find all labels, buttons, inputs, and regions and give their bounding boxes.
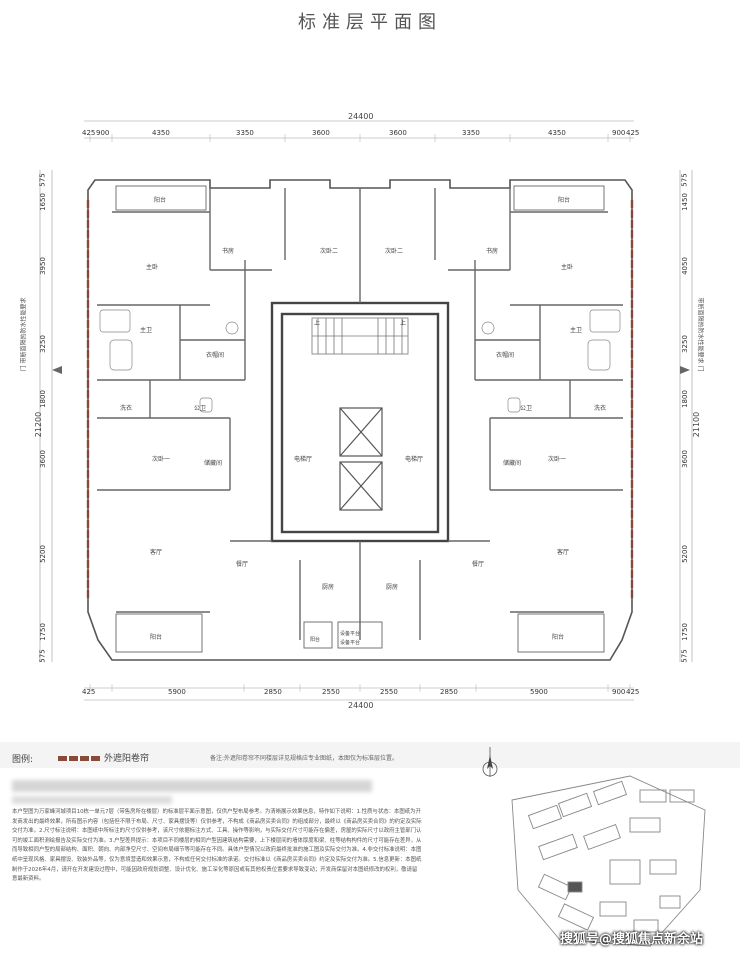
- dim-top-10: 425: [626, 129, 640, 137]
- dim-bot-6: 2850: [440, 688, 458, 696]
- room-study-l: 书房: [222, 248, 235, 255]
- room-laundry-r: 洗衣: [594, 405, 607, 412]
- dim-top-7: 3350: [462, 129, 480, 137]
- dim-left-2: 1650: [38, 193, 47, 211]
- dim-bot-5: 2550: [380, 688, 398, 696]
- dim-top-8: 4350: [548, 129, 566, 137]
- room-master-bedroom-l: 主卧: [146, 264, 159, 271]
- dim-top-6: 3600: [389, 129, 407, 137]
- blurred-subheading: [12, 796, 172, 804]
- watermark-text: 搜狐号@搜狐焦点新余站: [560, 932, 704, 947]
- room-living-l: 客厅: [150, 549, 163, 556]
- dim-total-right: 21100: [692, 411, 702, 438]
- room-master-bath-l: 主卫: [140, 327, 153, 334]
- dim-bot-9: 425: [626, 688, 640, 696]
- room-balcony-tr: 阳台: [558, 197, 571, 204]
- legend-bar: [0, 742, 740, 768]
- dim-left-3: 3950: [38, 257, 47, 275]
- room-cloakroom-l: 衣帽间: [206, 352, 225, 359]
- dim-top-4: 3350: [236, 129, 254, 137]
- room-bedroom2-l: 次卧二: [320, 248, 339, 255]
- disclaimer-text: 本户型图为万家峰河城项目10栋一单元7层（带售房所在楼层）的标准层平面示意图，仅…: [12, 809, 422, 883]
- blurred-heading: [12, 780, 372, 792]
- roller-shutter-swatch: [58, 756, 100, 761]
- room-study-r: 书房: [486, 248, 499, 255]
- floor-plan: [39, 120, 693, 701]
- dim-top-3: 4350: [152, 129, 170, 137]
- room-dining-l: 餐厅: [236, 561, 249, 568]
- legend-note: 备注:外遮阳卷帘不同楼层详见规格应专业图纸，本图仅为标准层位置。: [210, 755, 399, 762]
- room-cloakroom-r: 衣帽间: [496, 352, 515, 359]
- room-balcony-br: 阳台: [552, 634, 565, 641]
- dim-right-3: 4050: [680, 257, 689, 275]
- stair-up-r: 上: [400, 320, 407, 327]
- stair-up-l: 上: [314, 320, 321, 327]
- dim-left-9: 575: [38, 649, 47, 663]
- room-kitchen-l: 厨房: [322, 584, 335, 591]
- room-balcony-bl: 阳台: [150, 634, 163, 641]
- room-equipment-l: 设备平台: [340, 631, 361, 637]
- room-storage-r: 储藏间: [503, 460, 522, 467]
- dim-top-9: 900: [612, 129, 626, 137]
- room-bedroom2-r: 次卧二: [385, 248, 404, 255]
- dim-right-6: 3600: [680, 450, 689, 468]
- dim-total-left: 21200: [34, 411, 44, 438]
- dim-bot-3: 2850: [264, 688, 282, 696]
- room-elevator-hall-l: 电梯厅: [294, 456, 313, 463]
- dim-right-8: 1750: [680, 623, 689, 641]
- room-bedroom1-r: 次卧一: [548, 456, 567, 463]
- dim-left-8: 1750: [38, 623, 47, 641]
- dim-bot-2: 5900: [168, 688, 186, 696]
- dim-bot-4: 2550: [322, 688, 340, 696]
- room-kitchen-r: 厨房: [386, 584, 399, 591]
- legend-item-text: 外遮阳卷帘: [104, 754, 150, 764]
- dim-bot-1: 425: [82, 688, 96, 696]
- room-dining-r: 餐厅: [472, 561, 485, 568]
- dim-right-2: 1450: [680, 193, 689, 211]
- dim-right-4: 3250: [680, 335, 689, 353]
- room-bedroom1-l: 次卧一: [152, 456, 171, 463]
- dim-left-6: 3600: [38, 450, 47, 468]
- side-note-left: 门 带断面隔热防水性能要求: [20, 297, 28, 372]
- dim-top-5: 3600: [312, 129, 330, 137]
- dim-right-9: 575: [680, 649, 689, 663]
- room-public-bath-r: 公卫: [520, 405, 533, 412]
- site-plan-thumbnail: [511, 775, 706, 947]
- dim-bot-7: 5900: [530, 688, 548, 696]
- side-note-right: 带断面隔热防水性能要求 门: [696, 297, 704, 372]
- dim-left-4: 3250: [38, 335, 47, 353]
- dim-bot-8: 900: [612, 688, 626, 696]
- dim-total-top: 24400: [348, 112, 374, 121]
- dim-top-2: 900: [96, 129, 110, 137]
- room-balcony-bc: 阳台: [310, 637, 321, 643]
- room-living-r: 客厅: [557, 549, 570, 556]
- room-public-bath-l: 公卫: [194, 405, 207, 412]
- dim-left-7: 5200: [38, 545, 47, 563]
- dim-right-1: 575: [680, 173, 689, 187]
- dim-top-1: 425: [82, 129, 96, 137]
- room-master-bath-r: 主卫: [570, 327, 583, 334]
- dim-left-5: 1800: [38, 390, 47, 408]
- dim-right-5: 1800: [680, 390, 689, 408]
- room-balcony-tl: 阳台: [154, 197, 167, 204]
- room-storage-l: 储藏间: [204, 460, 223, 467]
- room-elevator-hall-r: 电梯厅: [405, 456, 424, 463]
- north-arrow-icon: [482, 747, 498, 777]
- room-laundry-l: 洗衣: [120, 405, 133, 412]
- dim-total-bottom: 24400: [348, 701, 374, 710]
- legend-label: 图例:: [12, 755, 34, 765]
- room-master-bedroom-r: 主卧: [561, 264, 574, 271]
- dim-right-7: 5200: [680, 545, 689, 563]
- room-equipment-r: 设备平台: [340, 640, 361, 646]
- dim-left-1: 575: [38, 173, 47, 187]
- page-title: 标准层平面图: [298, 12, 442, 33]
